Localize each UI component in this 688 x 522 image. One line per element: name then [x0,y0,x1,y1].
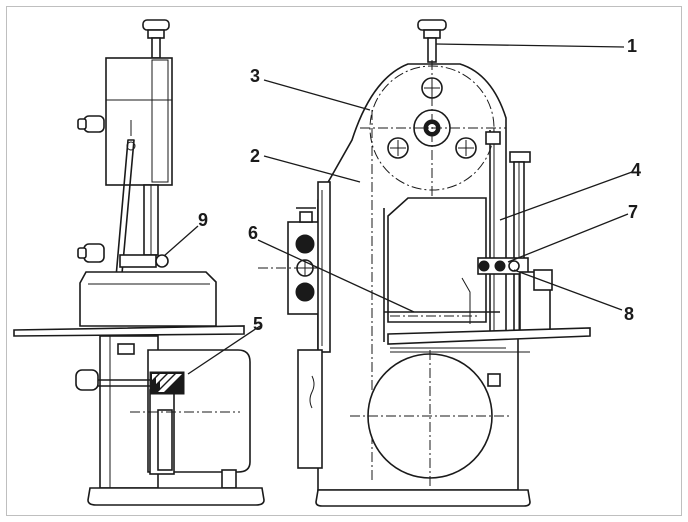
front-lower-panel [297,349,323,469]
side-base [87,487,265,506]
front-base [315,489,531,507]
callout-leaders [163,43,633,375]
side-upper-housing [105,57,173,186]
callout-4: 4 [631,160,641,180]
front-switch-panel [258,181,331,353]
callout-7: 7 [628,202,638,222]
front-tension-knob [417,19,447,63]
callout-9: 9 [198,210,208,230]
side-table-body [79,271,217,327]
side-lower-knob [77,243,105,263]
side-view [13,19,265,506]
callout-5: 5 [253,314,263,334]
front-throat [387,197,487,323]
callout-1: 1 [627,36,637,56]
callout-2: 2 [250,146,260,166]
front-view [258,19,591,507]
side-upper-knob [77,115,105,133]
front-table [387,327,591,345]
side-table-top [13,325,245,337]
side-tension-screw [75,369,185,395]
callout-labels: 1 2 3 4 5 6 7 8 9 [198,36,641,334]
side-guide-block [119,254,157,268]
callout-8: 8 [624,304,634,324]
lower-wheel [350,350,512,486]
upper-wheel [360,60,506,200]
callout-3: 3 [250,66,260,86]
callout-6: 6 [248,223,258,243]
side-tension-knob [142,19,170,59]
